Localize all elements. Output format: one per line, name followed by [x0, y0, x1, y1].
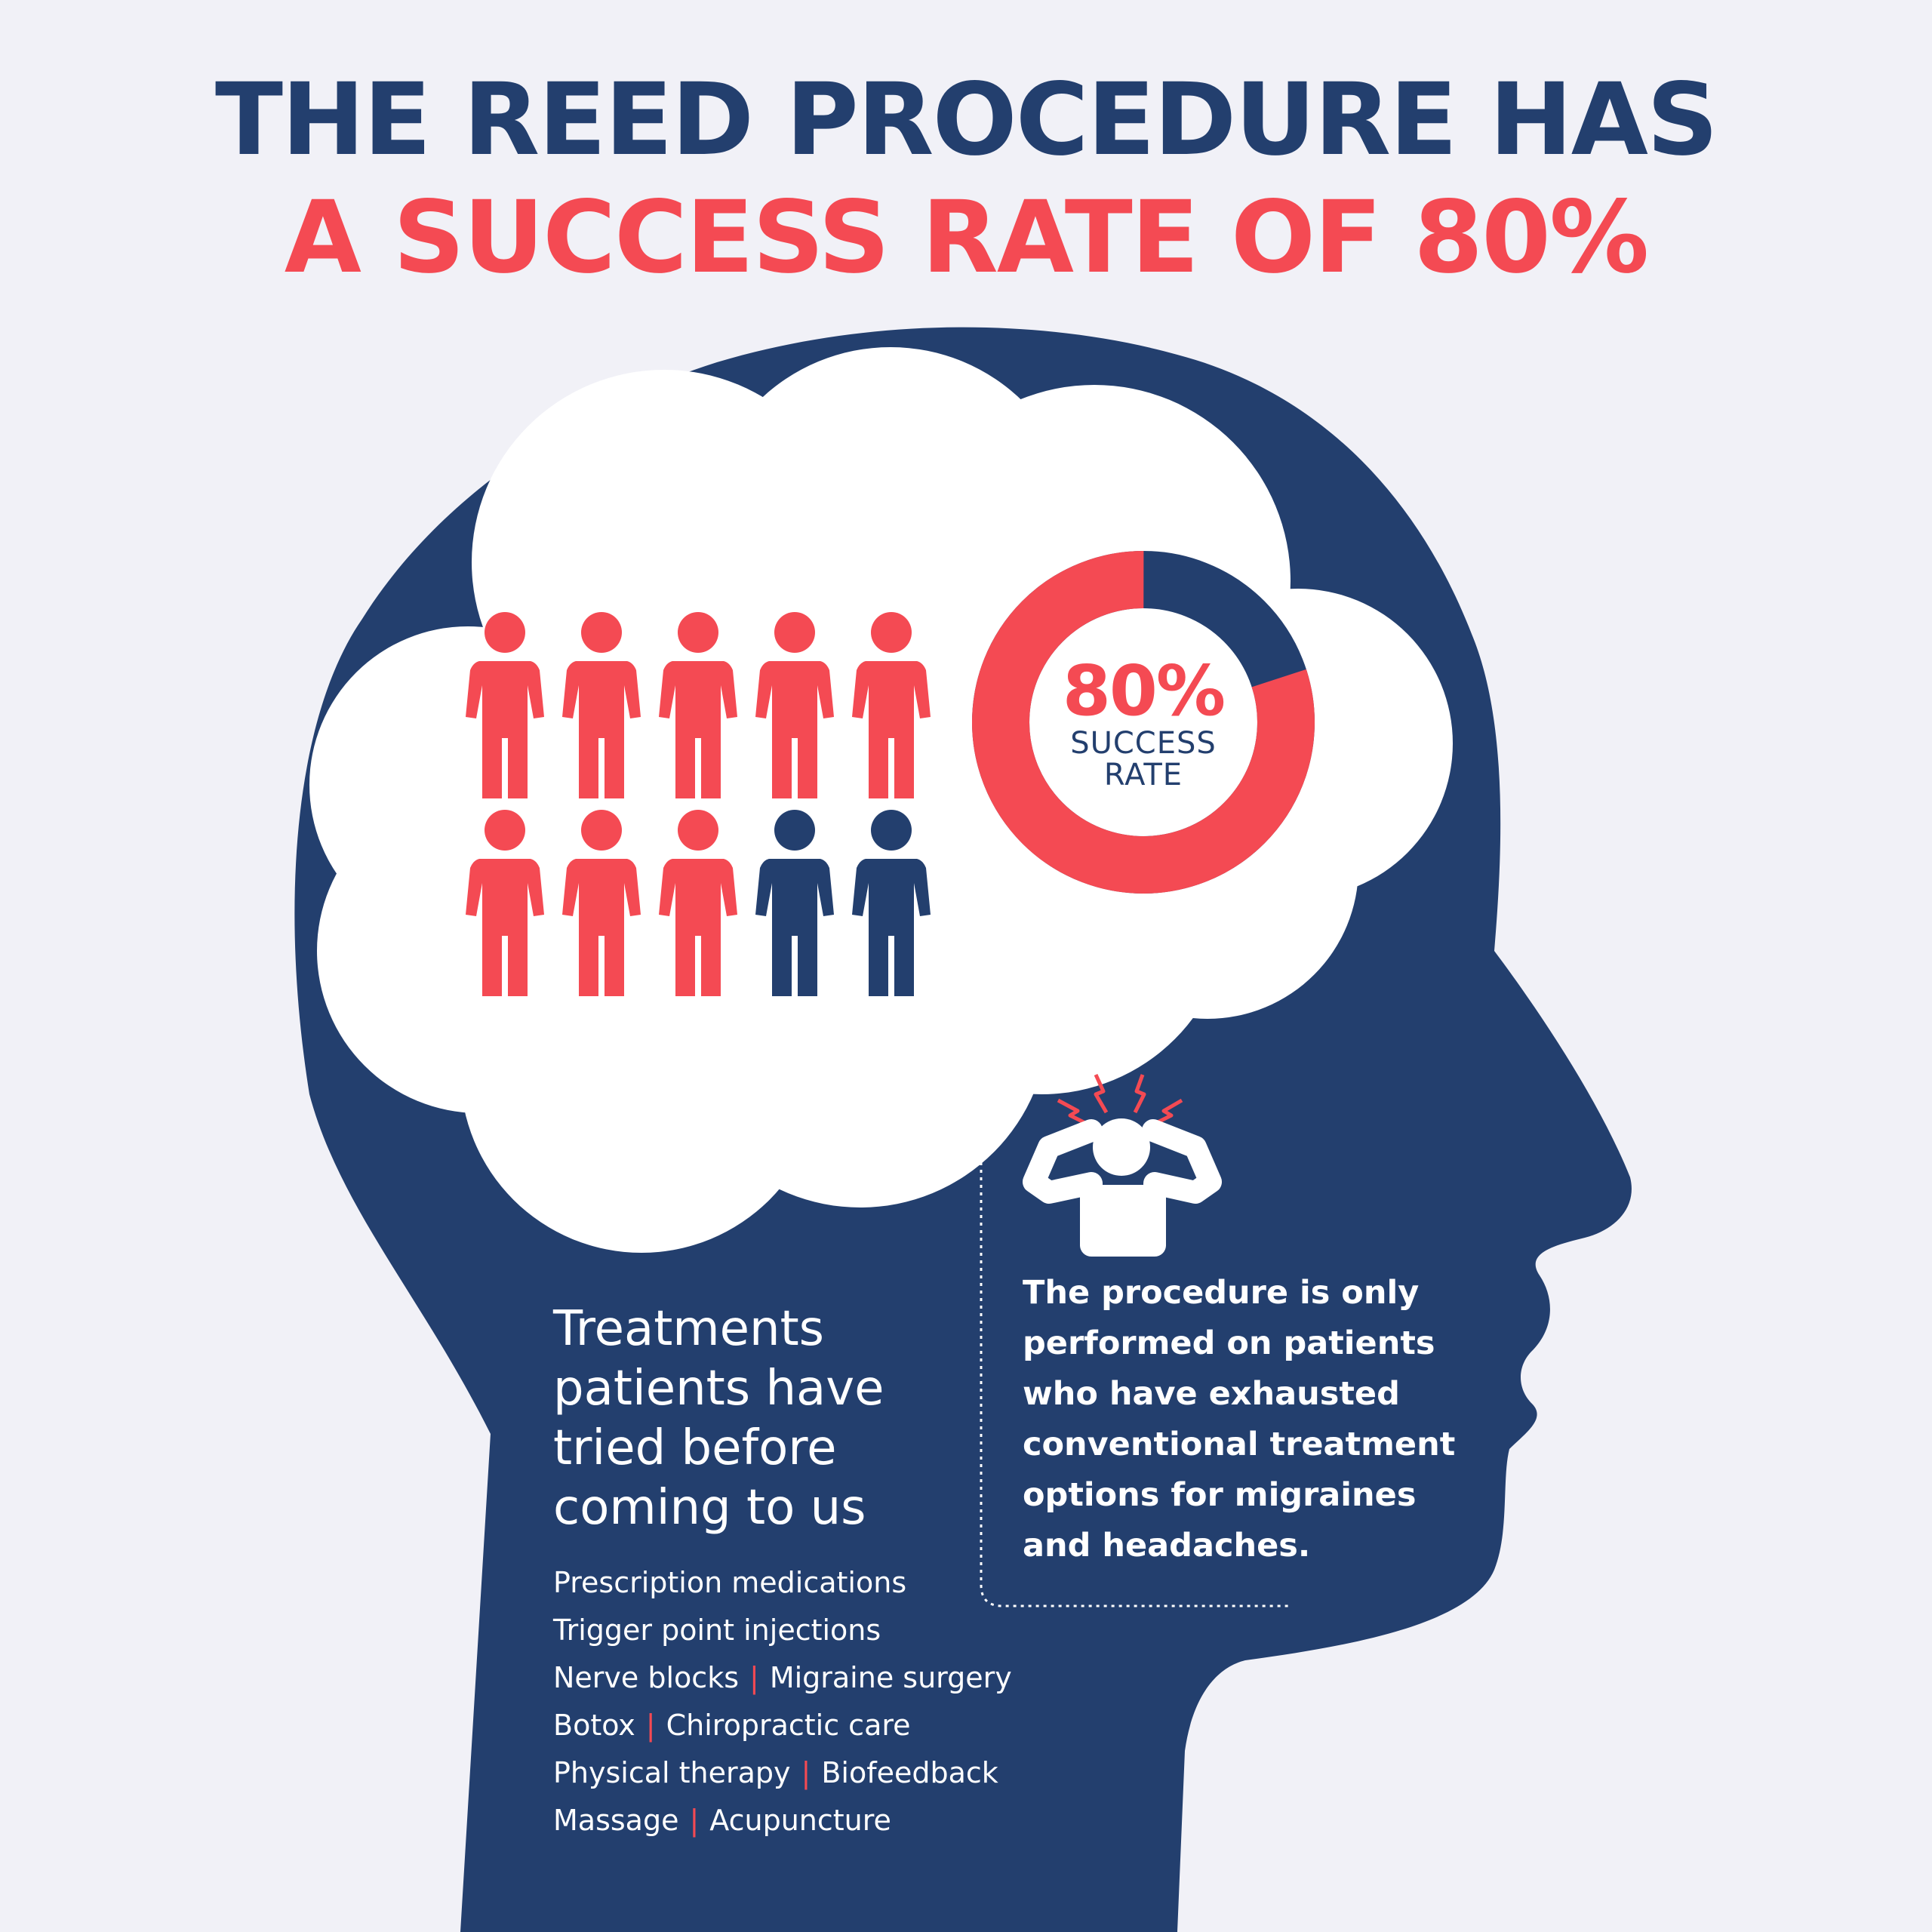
treatment-row: Nerve blocks | Migraine surgery [553, 1654, 1012, 1702]
treatment-item: Prescription medications [553, 1566, 907, 1599]
treatments-heading-line: Treatments [553, 1301, 824, 1357]
person-icon [466, 612, 544, 798]
info-line: performed on patients [1023, 1324, 1435, 1362]
treatment-item: Physical therapy [553, 1756, 791, 1789]
person-icon [852, 612, 931, 798]
info-line: conventional treatment [1023, 1426, 1456, 1463]
treatment-item: Biofeedback [821, 1756, 998, 1789]
treatment-row: Botox | Chiropractic care [553, 1702, 1012, 1749]
info-line: and headaches. [1023, 1527, 1311, 1564]
person-icon [852, 810, 931, 996]
info-line: who have exhausted [1023, 1375, 1400, 1413]
donut-value: 80% [1062, 651, 1226, 731]
title-line-1: THE REED PROCEDURE HAS [214, 62, 1718, 178]
treatments-list: Prescription medications Trigger point i… [553, 1559, 1012, 1844]
treatment-row: Trigger point injections [553, 1607, 1012, 1654]
people-grid [466, 612, 931, 996]
person-icon [466, 810, 544, 996]
treatment-item: Migraine surgery [769, 1661, 1012, 1694]
person-icon [562, 810, 641, 996]
person-icon [562, 612, 641, 798]
lightning-icon [1057, 1073, 1183, 1128]
treatment-item: Botox [553, 1709, 635, 1742]
treatment-item: Trigger point injections [553, 1614, 881, 1647]
treatment-item: Nerve blocks [553, 1661, 739, 1694]
person-icon [659, 810, 737, 996]
treatment-item: Acupuncture [709, 1804, 891, 1837]
separator-bar: | [749, 1661, 759, 1694]
donut-label-line-2: RATE [1103, 758, 1183, 792]
treatment-item: Chiropractic care [666, 1709, 911, 1742]
donut-label: 80% SUCCESS RATE [1026, 651, 1260, 792]
treatments-heading-line: tried before [553, 1420, 837, 1476]
treatments-heading-line: patients have [553, 1361, 884, 1417]
dotted-divider [980, 1147, 1292, 1607]
info-line: options for migraines [1023, 1476, 1417, 1514]
treatments-heading-line: coming to us [553, 1480, 866, 1536]
separator-bar: | [689, 1804, 700, 1837]
separator-bar: | [645, 1709, 656, 1742]
treatments-heading: Treatments patients have tried before co… [553, 1300, 976, 1538]
title-line-2: A SUCCESS RATE OF 80% [284, 180, 1649, 296]
person-icon [659, 612, 737, 798]
treatment-row: Massage | Acupuncture [553, 1797, 1012, 1844]
person-icon [755, 810, 834, 996]
treatment-item: Massage [553, 1804, 679, 1837]
info-line: The procedure is only [1023, 1274, 1420, 1312]
donut-chart [972, 551, 1315, 894]
treatment-row: Physical therapy | Biofeedback [553, 1749, 1012, 1797]
procedure-info: The procedure is only performed on patie… [1023, 1268, 1491, 1571]
treatment-row: Prescription medications [553, 1559, 1012, 1607]
separator-bar: | [801, 1756, 811, 1789]
person-icon [755, 612, 834, 798]
donut-label-line-1: SUCCESS [1070, 726, 1217, 761]
headache-person-icon [1023, 1073, 1222, 1257]
